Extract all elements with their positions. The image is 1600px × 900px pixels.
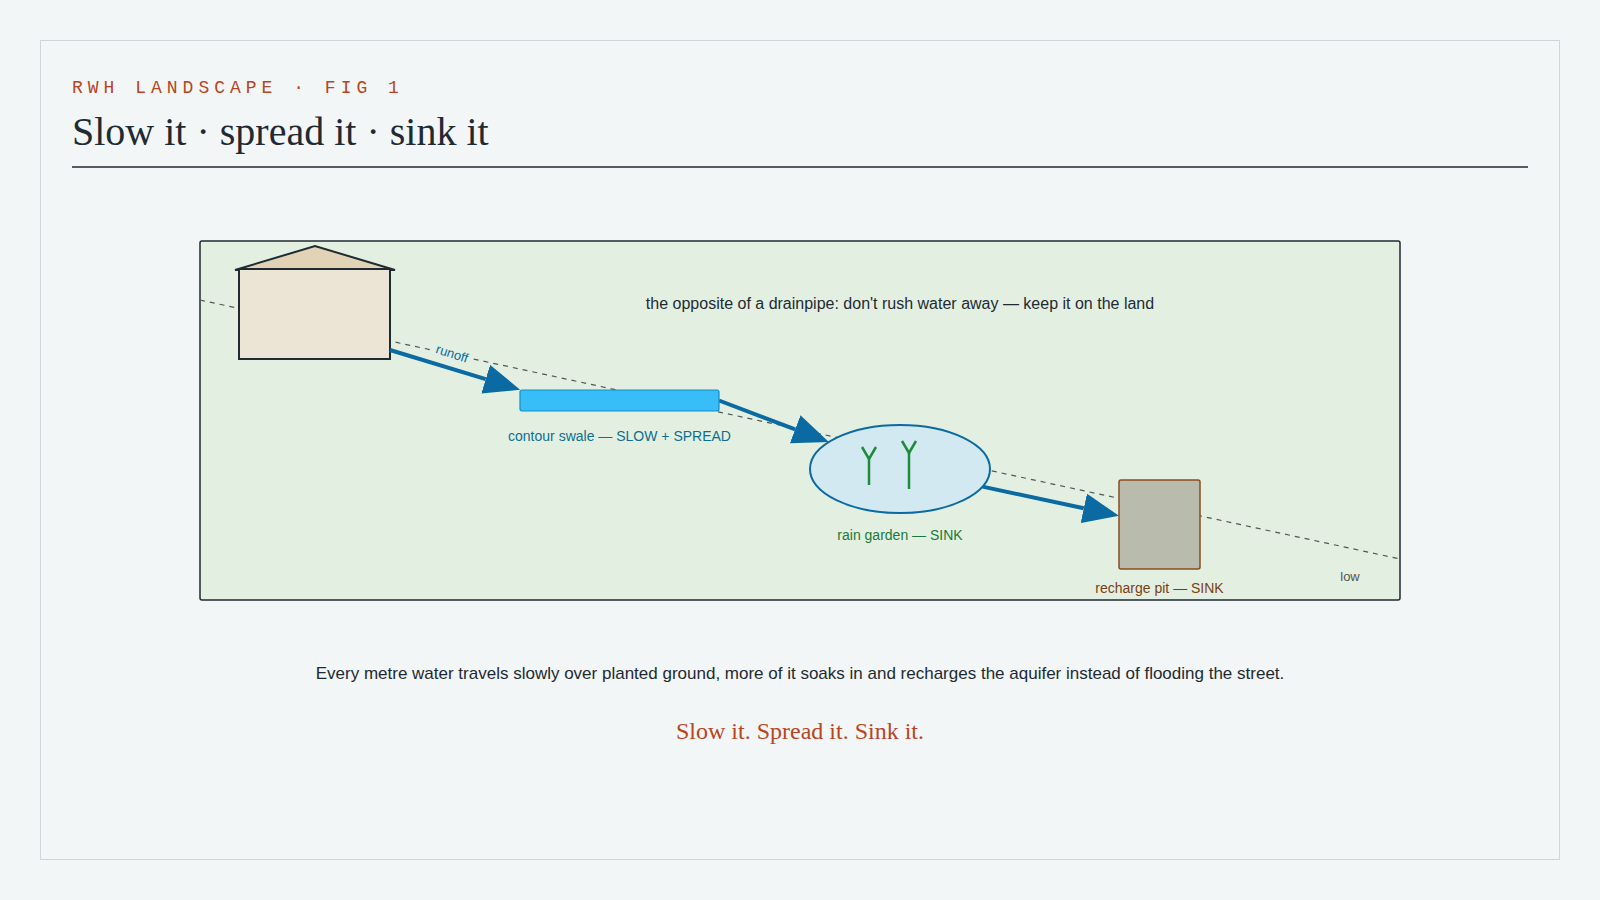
plant-symbol [902,441,916,489]
recharge-pit: recharge pit — SINK [1119,480,1200,569]
diagram-panel [200,241,1400,600]
node-label: rain garden — SINK [837,527,962,543]
tagline: Slow it. Spread it. Sink it. [676,718,924,745]
flow-arrow [719,401,795,430]
slope-label: low [1340,569,1360,584]
node-label: contour swale — SLOW + SPREAD [508,428,731,444]
node-label: recharge pit — SINK [1095,580,1223,596]
swale-box: contour swale — SLOW + SPREAD [520,390,719,411]
flow-arrow [982,487,1083,509]
house [235,246,395,359]
kicker: RWH LANDSCAPE · FIG 1 [72,78,404,98]
rain-garden: rain garden — SINK [810,425,990,513]
title-rule [72,166,1528,168]
title: Slow it · spread it · sink it [72,108,489,155]
shape-outline [520,390,719,411]
plant-symbol [862,447,876,485]
shape-outline [810,425,990,513]
shape-outline [1119,480,1200,569]
note: the opposite of a drainpipe: don't rush … [646,295,1154,313]
caption: Every metre water travels slowly over pl… [316,664,1285,684]
